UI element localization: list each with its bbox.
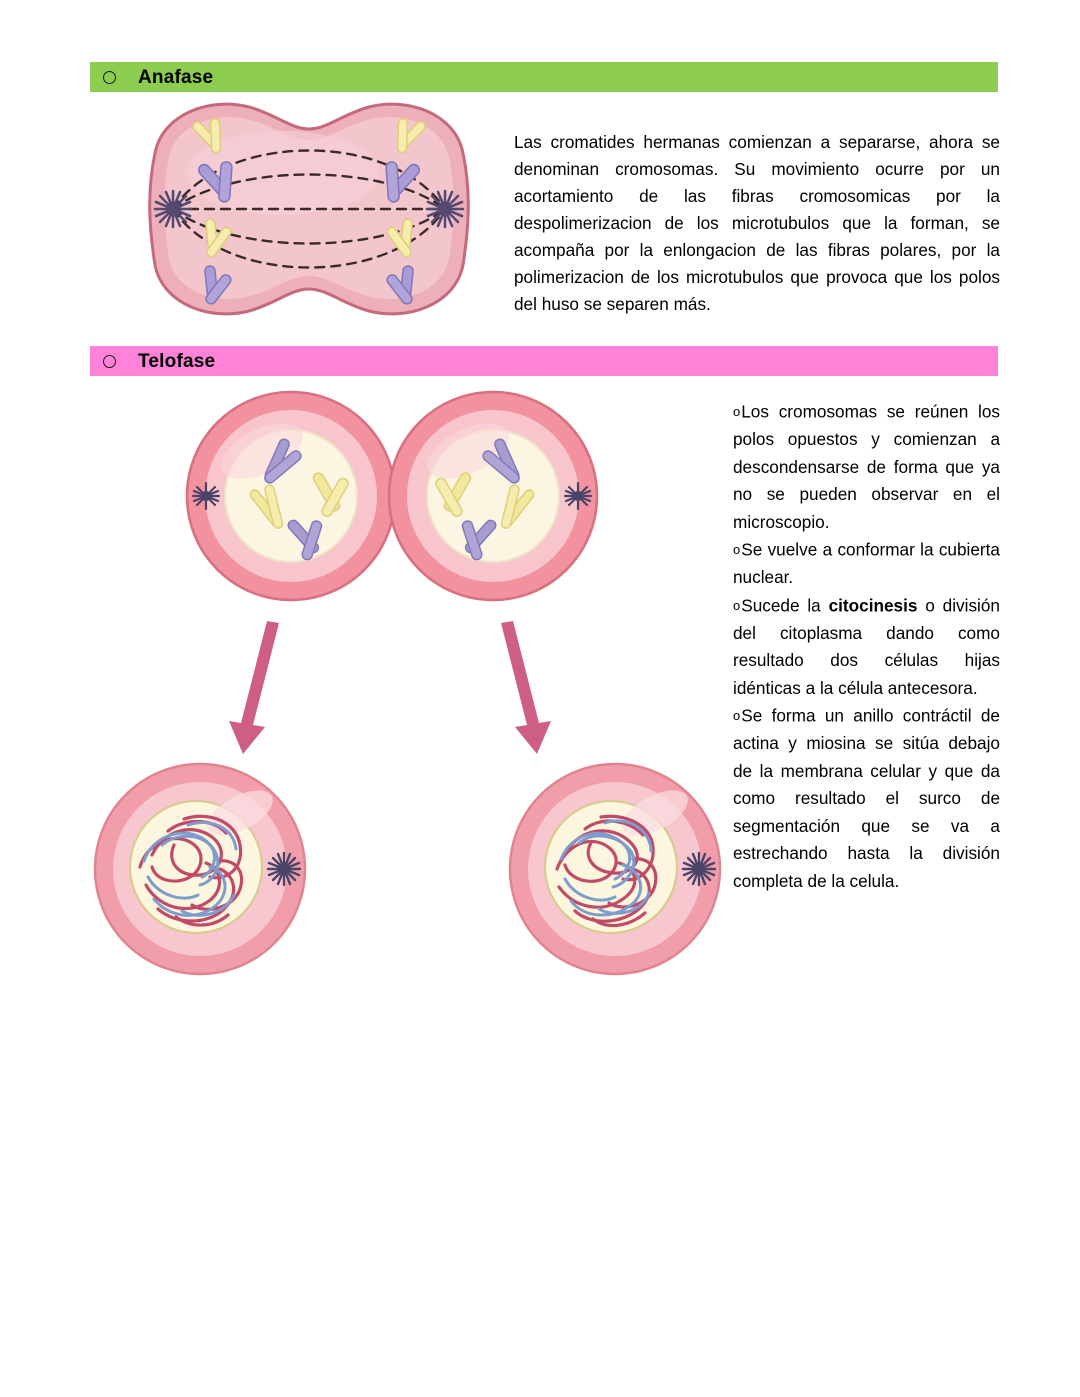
chromosome-purple — [204, 265, 232, 305]
telophase-two-lobed-cell — [178, 383, 606, 609]
telofase-item-2-text-after: o división del citoplasma dando como res… — [733, 595, 1000, 698]
telophase-lobe-right — [387, 390, 599, 602]
centrosome-left — [191, 481, 221, 511]
telofase-item-3-text: Se forma un anillo contráctil de actina … — [733, 705, 1000, 891]
chromatin-network — [555, 814, 658, 928]
centrosome-left — [153, 189, 193, 229]
centrosome-right — [425, 189, 465, 229]
chromosome-yellow — [249, 484, 284, 529]
chromatin-network — [138, 814, 244, 927]
centrosome-right — [563, 481, 593, 511]
chromosome-group-right — [385, 117, 426, 305]
chromosome-group-left — [192, 117, 233, 305]
anaphase-cell-diagram — [133, 93, 485, 325]
chromosome-yellow — [312, 472, 349, 517]
telofase-text-column: oLos cromosomas se reúnen los polos opue… — [733, 398, 1000, 895]
daughter-cell-left — [88, 757, 336, 985]
chromosome-group-nucleus-right — [435, 438, 535, 561]
section-title-anafase: Anafase — [138, 66, 214, 88]
daughter-highlight — [207, 790, 273, 836]
chromosome-group-nucleus-left — [249, 438, 349, 561]
arrow-left-icon — [229, 621, 279, 754]
chromosome-yellow — [192, 117, 222, 154]
chromosome-purple — [461, 519, 497, 561]
bullet-circle-icon — [103, 70, 116, 84]
centrosome-icon — [266, 851, 302, 887]
section-header-telofase: Telofase — [90, 346, 998, 376]
chromosome-yellow — [386, 218, 414, 258]
daughter-cell-right — [503, 757, 751, 985]
chromosome-purple — [482, 438, 520, 484]
telofase-item-2-text-before: Sucede la — [741, 595, 829, 615]
telofase-item-1: oSe vuelve a conformar la cubierta nucle… — [733, 536, 1000, 592]
bullet-circle-icon — [103, 354, 116, 368]
list-bullet-icon: o — [733, 708, 741, 723]
lobe-highlight-left — [221, 423, 303, 479]
list-bullet-icon: o — [733, 597, 741, 613]
list-bullet-icon: o — [733, 542, 741, 557]
chromosome-purple — [386, 265, 414, 305]
centrosome-icon — [681, 851, 717, 887]
chromosome-purple — [197, 161, 233, 203]
chromosome-purple — [385, 161, 421, 203]
chromosome-yellow — [396, 117, 426, 154]
anafase-paragraph: Las cromatides hermanas comienzan a sepa… — [514, 132, 1000, 315]
spindle-fibers — [171, 149, 447, 269]
chromosome-purple — [264, 438, 302, 484]
telofase-item-0: oLos cromosomas se reúnen los polos opue… — [733, 398, 1000, 536]
chromosome-yellow — [435, 472, 472, 517]
division-arrows — [225, 615, 555, 760]
arrow-right-icon — [501, 621, 551, 754]
lobe-highlight-right — [427, 423, 509, 479]
chromosome-yellow — [204, 218, 232, 258]
list-bullet-icon: o — [733, 404, 741, 419]
telofase-item-1-text: Se vuelve a conformar la cubierta nuclea… — [733, 539, 1000, 588]
telofase-item-2: oSucede la citocinesis o división del ci… — [733, 592, 1000, 703]
telofase-item-2-bold: citocinesis — [828, 595, 918, 615]
telophase-lobe-left — [185, 390, 397, 602]
telofase-item-0-text: Los cromosomas se reúnen los polos opues… — [733, 401, 1000, 532]
chromosome-purple — [287, 519, 323, 561]
section-header-anafase: Anafase — [90, 62, 998, 92]
section-title-telofase: Telofase — [138, 350, 216, 372]
telofase-item-3: oSe forma un anillo contráctil de actina… — [733, 702, 1000, 895]
chromosome-yellow — [500, 484, 535, 529]
